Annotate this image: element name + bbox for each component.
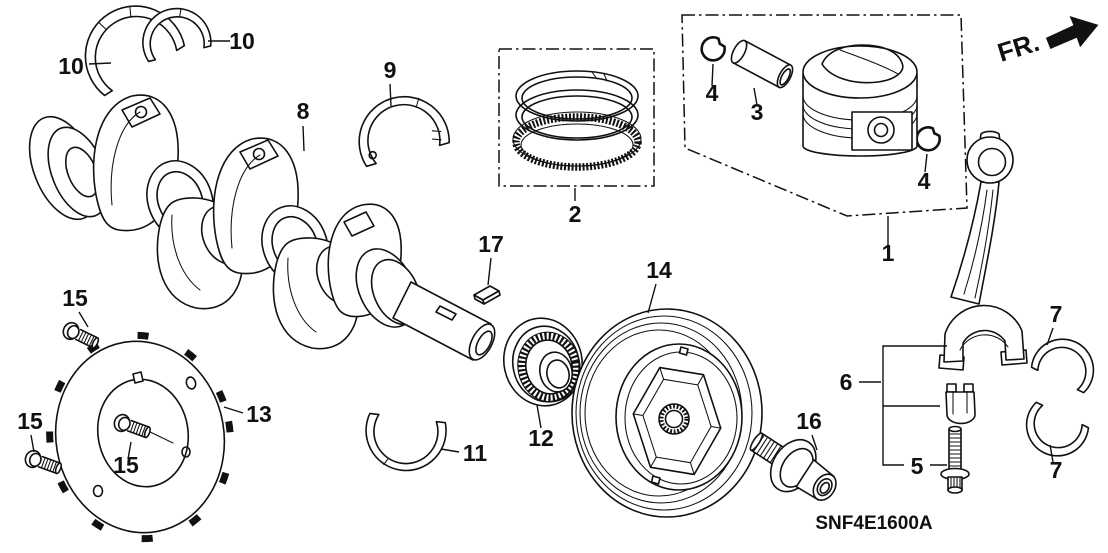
fr-label: FR. [994, 27, 1043, 68]
crank-pulley [571, 308, 763, 518]
crank-sprocket [502, 317, 584, 407]
part-label-3-8[interactable]: 3 [751, 99, 764, 125]
part-label-17-5[interactable]: 17 [478, 231, 504, 257]
crankshaft [28, 94, 496, 361]
part-label-11-17[interactable]: 11 [463, 440, 488, 466]
part-label-10-1[interactable]: 10 [229, 28, 255, 54]
leader-line-14-6 [647, 283, 657, 314]
part-label-5-14[interactable]: 5 [911, 453, 924, 479]
leader-line-9-2 [389, 83, 392, 107]
piston-ring-set [498, 48, 655, 187]
drive-plate [46, 331, 234, 543]
leader-line-12-18 [536, 404, 542, 429]
leader-line-8-3 [302, 125, 305, 152]
part-label-12-18[interactable]: 12 [528, 425, 554, 451]
fr-arrow-icon [1045, 15, 1099, 50]
part-label-6-13[interactable]: 6 [840, 369, 853, 395]
woodruff-key [473, 285, 501, 305]
leader-line-11-17 [440, 448, 460, 453]
part-label-7-11[interactable]: 7 [1050, 301, 1063, 327]
piston-kit [681, 14, 968, 217]
connecting-rod [938, 130, 1028, 371]
pulley-bolt [749, 432, 837, 501]
part-label-7-12[interactable]: 7 [1050, 457, 1063, 483]
rod-bolt [940, 425, 970, 494]
part-label-13-16[interactable]: 13 [246, 401, 272, 427]
rod-bearing-upper [1030, 338, 1095, 394]
part-label-15-19[interactable]: 15 [62, 285, 88, 311]
diagram-code: SNF4E1600A [815, 513, 933, 534]
main-bearing-9 [358, 95, 450, 168]
rod-bearing-lower [1025, 401, 1090, 457]
part-label-15-21[interactable]: 15 [113, 452, 139, 478]
piston [802, 44, 918, 157]
part-label-16-15[interactable]: 16 [796, 408, 822, 434]
ring-set-box [498, 48, 655, 187]
part-label-4-7[interactable]: 4 [706, 80, 719, 106]
main-bearing-upper-b [142, 7, 212, 63]
rod-bearing-cap [945, 383, 976, 425]
leader-line-15-19 [78, 311, 89, 328]
part-label-4-9[interactable]: 4 [918, 168, 931, 194]
leader-line-10-0 [88, 62, 112, 65]
piston-pin [730, 39, 794, 89]
fr-direction: FR. [994, 15, 1099, 68]
piston-pin-clip-a [698, 34, 728, 64]
leader-line-13-16 [223, 406, 244, 414]
part-label-8-3[interactable]: 8 [297, 98, 310, 124]
part-label-1-10[interactable]: 1 [882, 240, 895, 266]
main-bearing-upper-a [84, 5, 186, 97]
plate-bolt-upper [59, 319, 102, 353]
bracket-6-5 [882, 345, 947, 466]
leader-line-4-9 [924, 153, 928, 173]
leader-line-4-7 [711, 63, 714, 87]
leader-line-7-11 [1046, 327, 1054, 346]
main-bearing-11 [365, 412, 447, 472]
part-label-2-4[interactable]: 2 [569, 201, 582, 227]
piston-pin-clip-b [914, 125, 942, 153]
leader-line-16-15 [811, 434, 818, 451]
part-label-15-20[interactable]: 15 [17, 408, 43, 434]
leader-line-17-5 [487, 257, 492, 286]
part-label-9-2[interactable]: 9 [384, 57, 397, 83]
part-label-14-6[interactable]: 14 [646, 257, 672, 283]
leader-line-3-8 [753, 87, 758, 106]
leader-line-15-20 [30, 434, 35, 453]
leader-line-7-12 [1049, 444, 1054, 463]
part-label-10-0[interactable]: 10 [58, 53, 84, 79]
leader-line-15-21 [127, 441, 132, 460]
